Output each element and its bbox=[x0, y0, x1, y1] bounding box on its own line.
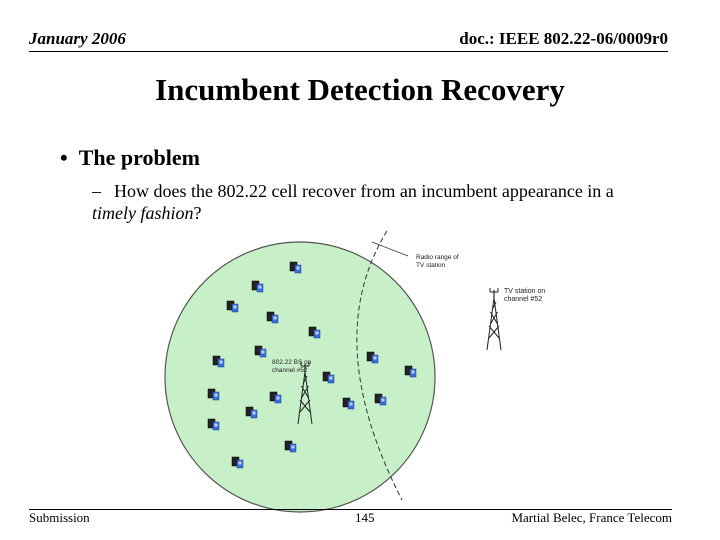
bullet-item: • The problem bbox=[60, 145, 200, 171]
sub-bullet-dash: – bbox=[92, 181, 101, 201]
tv-station-label-2: channel #52 bbox=[504, 296, 542, 303]
tv-radio-range-arc bbox=[356, 230, 403, 501]
footer-author: Martial Belec, France Telecom bbox=[511, 510, 672, 525]
bs-label-1: 802.22 BS on bbox=[272, 359, 312, 366]
sub-bullet: –How does the 802.22 cell recover from a… bbox=[92, 180, 652, 224]
slide-title: Incumbent Detection Recovery bbox=[155, 72, 565, 107]
header-rule bbox=[29, 51, 668, 52]
cell-coverage-area bbox=[164, 241, 436, 513]
header-doc-id: doc.: IEEE 802.22-06/0009r0 bbox=[459, 29, 668, 48]
footer-page-number: 145 bbox=[355, 510, 375, 525]
bs-label-2: channel #52 bbox=[272, 367, 308, 374]
sub-bullet-text-start: How does the 802.22 cell recover from an… bbox=[114, 181, 614, 201]
tv-station-label-1: TV station on bbox=[504, 288, 545, 295]
sub-bullet-italic: timely fashion bbox=[92, 203, 194, 223]
bullet-marker: • bbox=[60, 145, 68, 170]
header-date: January 2006 bbox=[29, 29, 126, 48]
sub-bullet-text-end: ? bbox=[193, 203, 202, 223]
footer-submission: Submission bbox=[29, 510, 90, 525]
footer-rule bbox=[29, 509, 672, 510]
radio-range-label-2: TV station bbox=[416, 262, 446, 269]
radio-range-label-1: Radio range of bbox=[416, 254, 459, 261]
tv-station-tower-icon bbox=[486, 287, 502, 351]
bullet-text: The problem bbox=[78, 145, 200, 170]
